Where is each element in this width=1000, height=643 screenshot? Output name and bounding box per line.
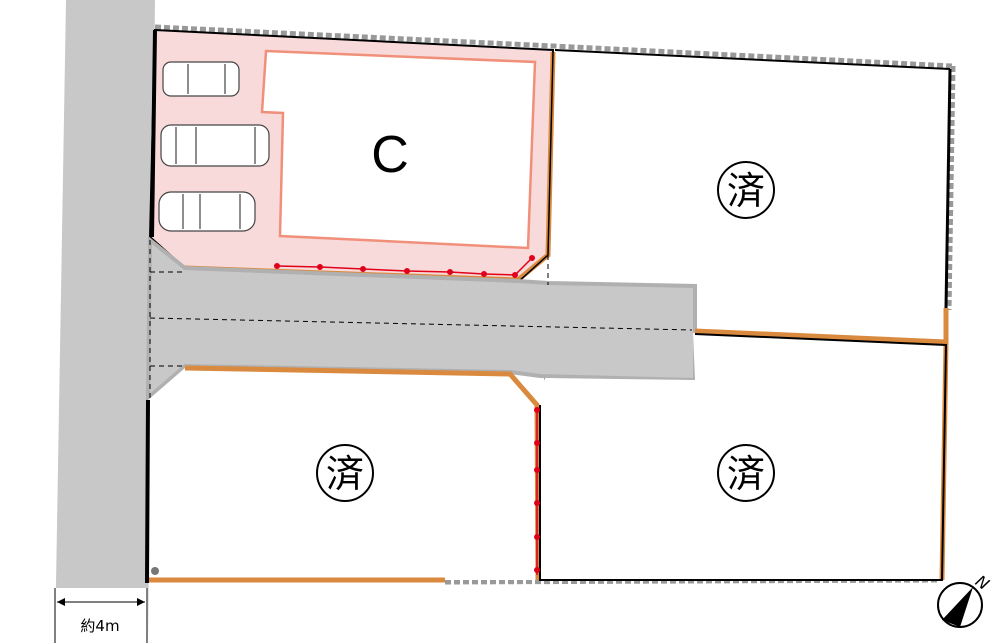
car-icon	[160, 124, 270, 167]
boundary-markers	[274, 255, 540, 575]
sold-badge: 済	[717, 444, 775, 502]
road-width-label: 約4m	[80, 617, 119, 635]
sold-label: 済	[727, 169, 765, 213]
sold-label: 済	[326, 452, 364, 496]
car-icon	[162, 61, 240, 97]
lot-c-label: C	[371, 126, 409, 184]
sold-badge: 済	[717, 161, 775, 219]
public-road	[55, 0, 155, 643]
survey-marker	[151, 567, 159, 575]
north-compass-icon: N	[937, 571, 993, 628]
building-c-outline	[260, 49, 537, 250]
sold-badge: 済	[316, 444, 374, 502]
car-icon	[158, 191, 256, 232]
right-block-wall	[946, 65, 956, 311]
top-block-wall	[154, 24, 953, 69]
sold-label: 済	[727, 452, 765, 496]
road-width-dimension: 約4m	[54, 588, 148, 643]
lot-c-left-edge	[150, 29, 157, 238]
